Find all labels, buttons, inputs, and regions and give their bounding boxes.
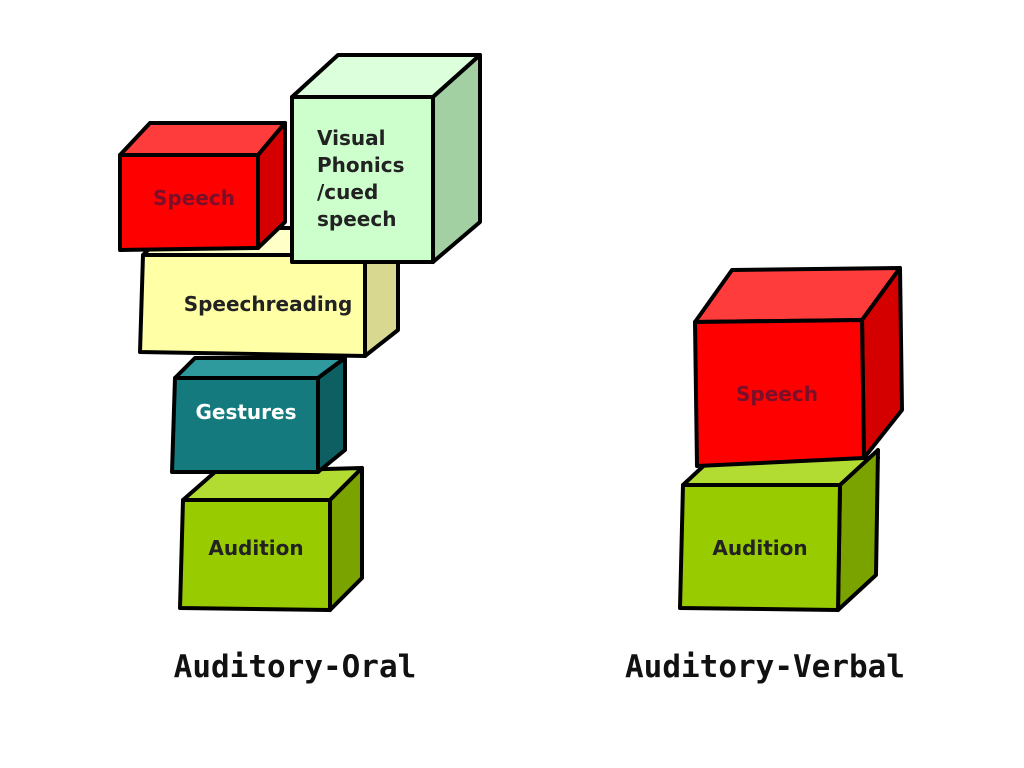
left-visual-phonics-line-4: speech [317, 207, 396, 231]
left-gestures-front [170, 376, 320, 474]
left-audition-front [178, 498, 332, 612]
left-visual-phonics-line-2: Phonics [317, 153, 405, 177]
left-gestures-side [316, 356, 347, 474]
left-visual-phonics-line-1: Visual [317, 126, 385, 150]
left-audition-block: Audition [178, 466, 364, 612]
right-audition-block: Audition [678, 448, 880, 612]
left-speech-label: Speech [153, 186, 235, 210]
left-audition-label: Audition [208, 536, 303, 560]
right-audition-label: Audition [712, 536, 807, 560]
right-speech-label: Speech [736, 382, 818, 406]
right-stack: Audition Speech Auditory-Verbal [625, 266, 905, 685]
left-visual-phonics-front [290, 95, 435, 264]
right-audition-front [678, 483, 842, 612]
left-stack: Audition Gestures Speechreading Speech [118, 53, 482, 685]
right-speech-block: Speech [693, 266, 904, 468]
left-visual-phonics-line-3: /cued [317, 180, 378, 204]
left-stack-caption: Auditory-Oral [174, 649, 417, 685]
left-speech-block: Speech [118, 121, 287, 252]
left-speechreading-label: Speechreading [184, 292, 353, 316]
right-stack-caption: Auditory-Verbal [625, 649, 905, 685]
left-visual-phonics-block: Visual Phonics /cued speech [290, 53, 482, 264]
left-gestures-label: Gestures [195, 400, 296, 424]
left-speech-front [118, 153, 260, 252]
left-gestures-block: Gestures [170, 356, 347, 474]
right-speech-front [693, 318, 866, 468]
